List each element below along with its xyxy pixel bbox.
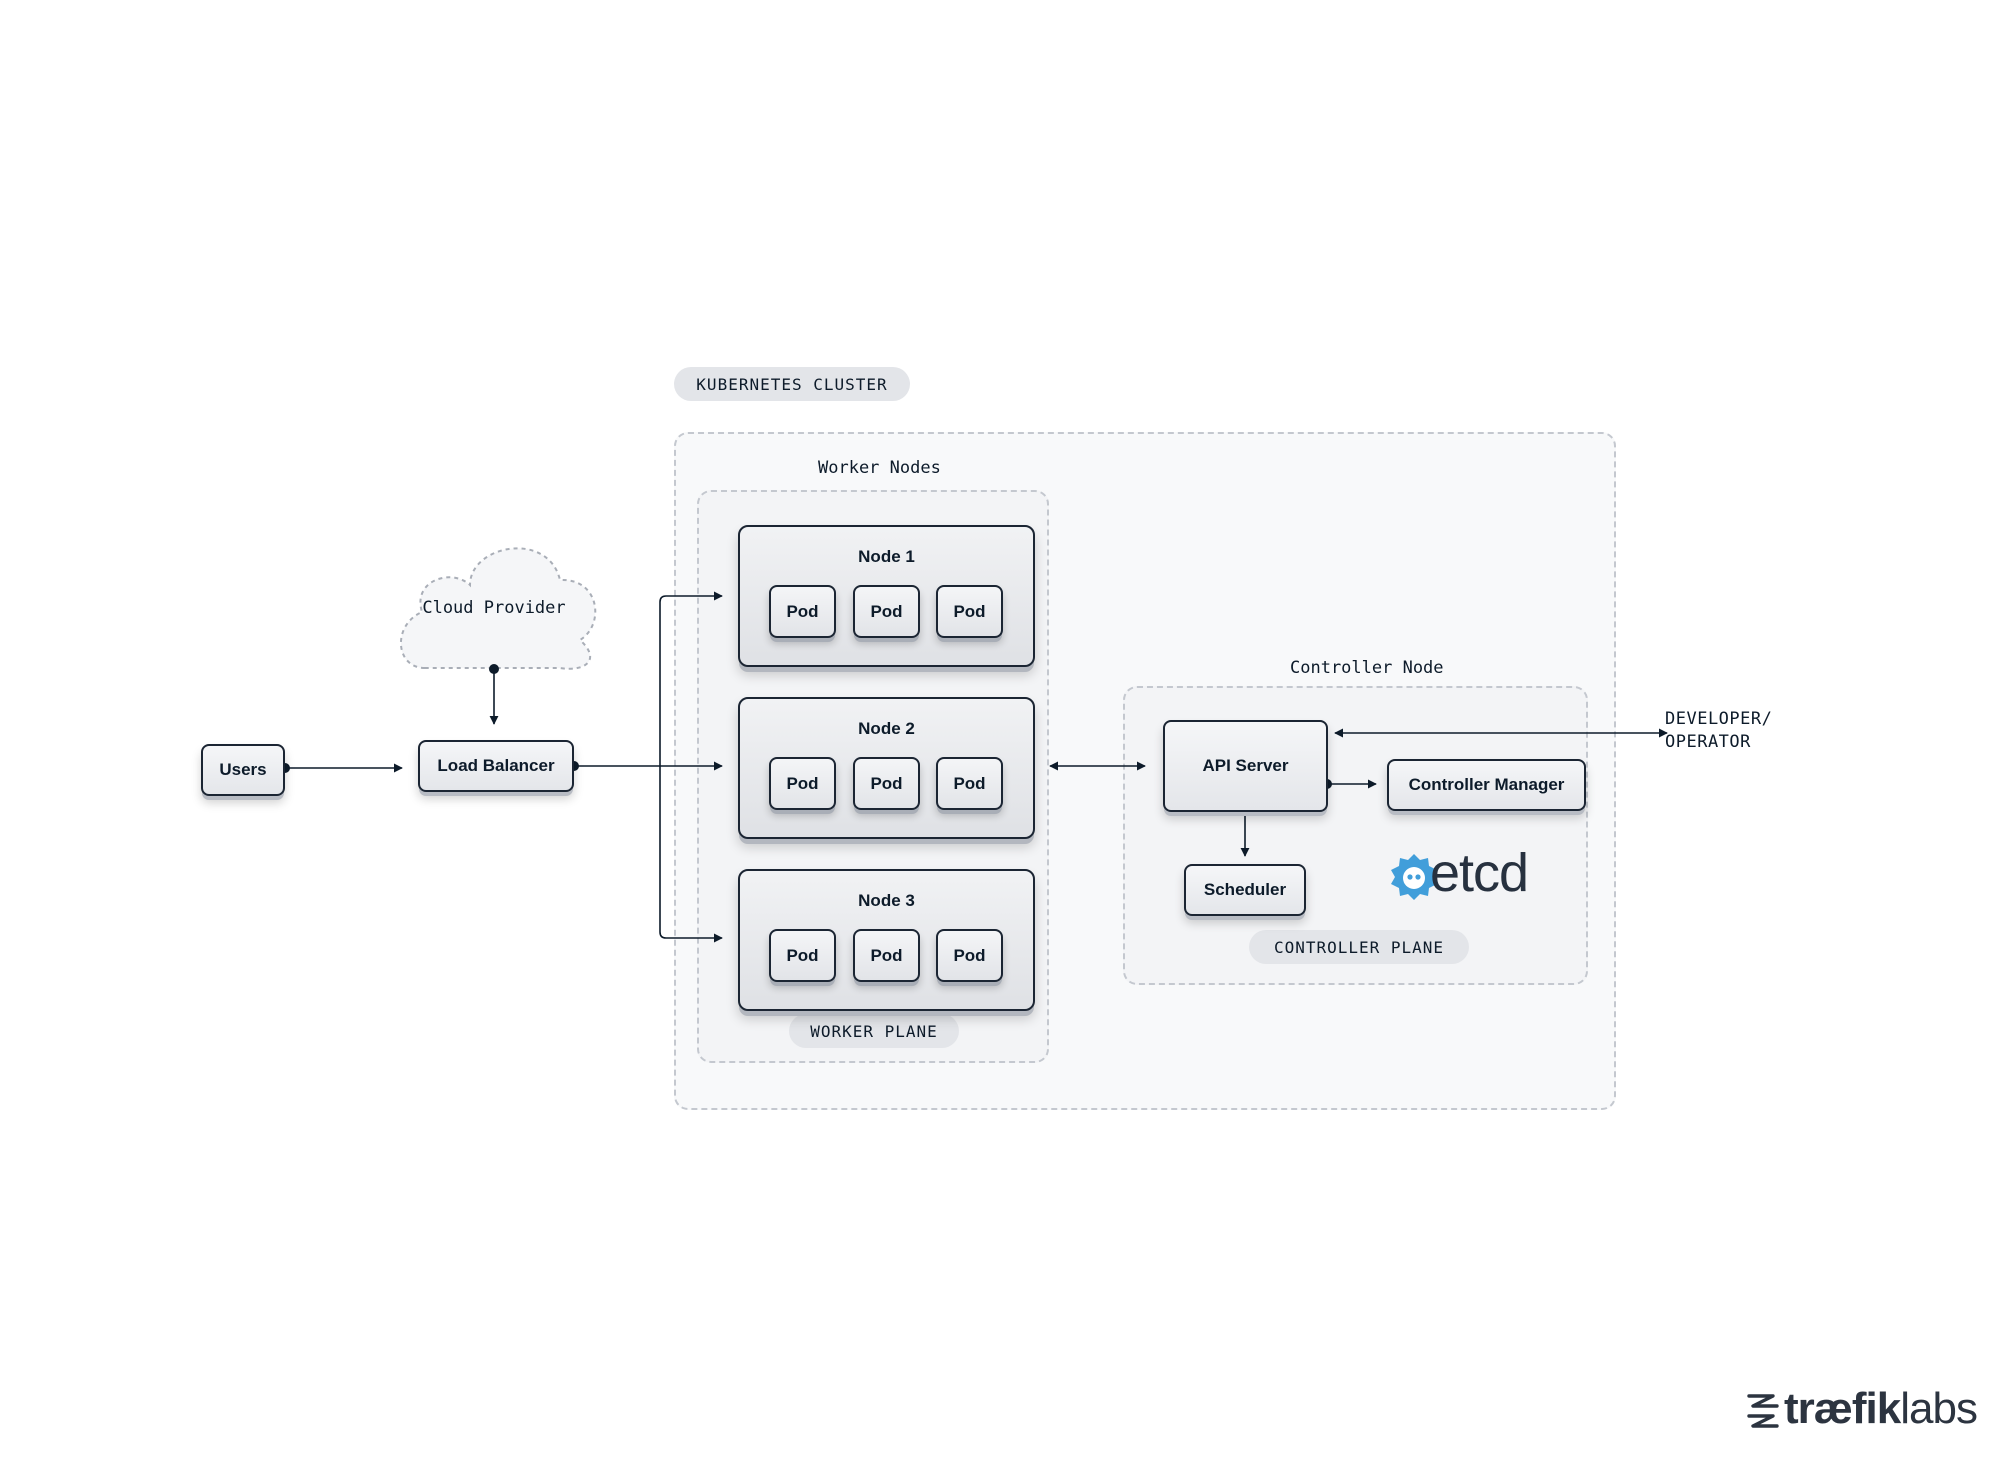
node-title: Node 3	[858, 891, 915, 910]
scheduler-box: Scheduler	[1184, 864, 1306, 916]
load-balancer-box: Load Balancer	[418, 740, 574, 792]
controller-node-label: Controller Node	[1290, 658, 1444, 678]
worker-plane-label: WORKER PLANE	[789, 1014, 959, 1048]
api-server-box: API Server	[1163, 720, 1328, 812]
developer-line: DEVELOPER/	[1665, 709, 1773, 729]
labs-word-part: labs	[1900, 1384, 1978, 1433]
pod-box: Pod	[769, 757, 836, 810]
pod-box: Pod	[936, 585, 1003, 638]
traefik-logo-icon	[1747, 1394, 1779, 1428]
traefik-labs-wordmark: træfiklabs	[1784, 1384, 1978, 1434]
controller-manager-box: Controller Manager	[1387, 759, 1586, 811]
pod-box: Pod	[936, 757, 1003, 810]
users-box: Users	[201, 744, 285, 796]
worker-nodes-label: Worker Nodes	[818, 458, 941, 478]
traefik-word-part: træfik	[1784, 1384, 1901, 1433]
etcd-wordmark: etcd	[1430, 843, 1529, 903]
node-title: Node 2	[858, 719, 915, 738]
pod-box: Pod	[853, 585, 920, 638]
operator-line: OPERATOR	[1665, 732, 1751, 752]
node-2: Node 2 Pod Pod Pod	[738, 697, 1035, 839]
node-title: Node 1	[858, 547, 915, 566]
pod-box: Pod	[936, 929, 1003, 982]
pod-box: Pod	[769, 585, 836, 638]
cloud-provider-label: Cloud Provider	[422, 598, 566, 618]
pod-box: Pod	[853, 929, 920, 982]
pod-box: Pod	[853, 757, 920, 810]
controller-plane-label: CONTROLLER PLANE	[1249, 930, 1469, 964]
etcd-logo-icon	[1391, 854, 1437, 900]
node-3: Node 3 Pod Pod Pod	[738, 869, 1035, 1011]
kubernetes-cluster-label: KUBERNETES CLUSTER	[674, 367, 910, 401]
node-1: Node 1 Pod Pod Pod	[738, 525, 1035, 667]
developer-operator-label: DEVELOPER/ OPERATOR	[1665, 708, 1772, 754]
cloud-provider-shape	[399, 547, 597, 670]
pod-box: Pod	[769, 929, 836, 982]
